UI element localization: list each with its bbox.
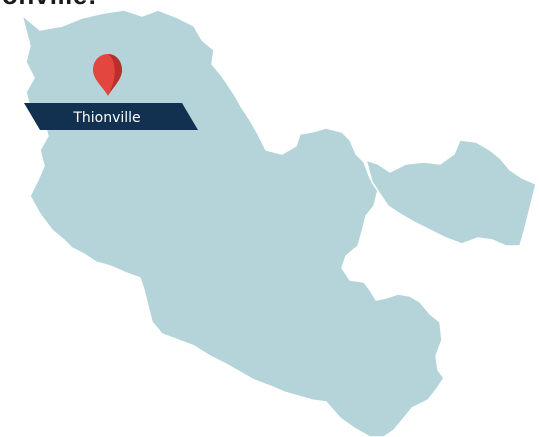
- location-label-text: Thionville: [72, 110, 140, 126]
- page-title: onville:: [2, 0, 97, 8]
- location-label: Thionville: [24, 103, 198, 130]
- map-pin-icon: [93, 54, 122, 96]
- department-east-region[interactable]: [365, 139, 537, 247]
